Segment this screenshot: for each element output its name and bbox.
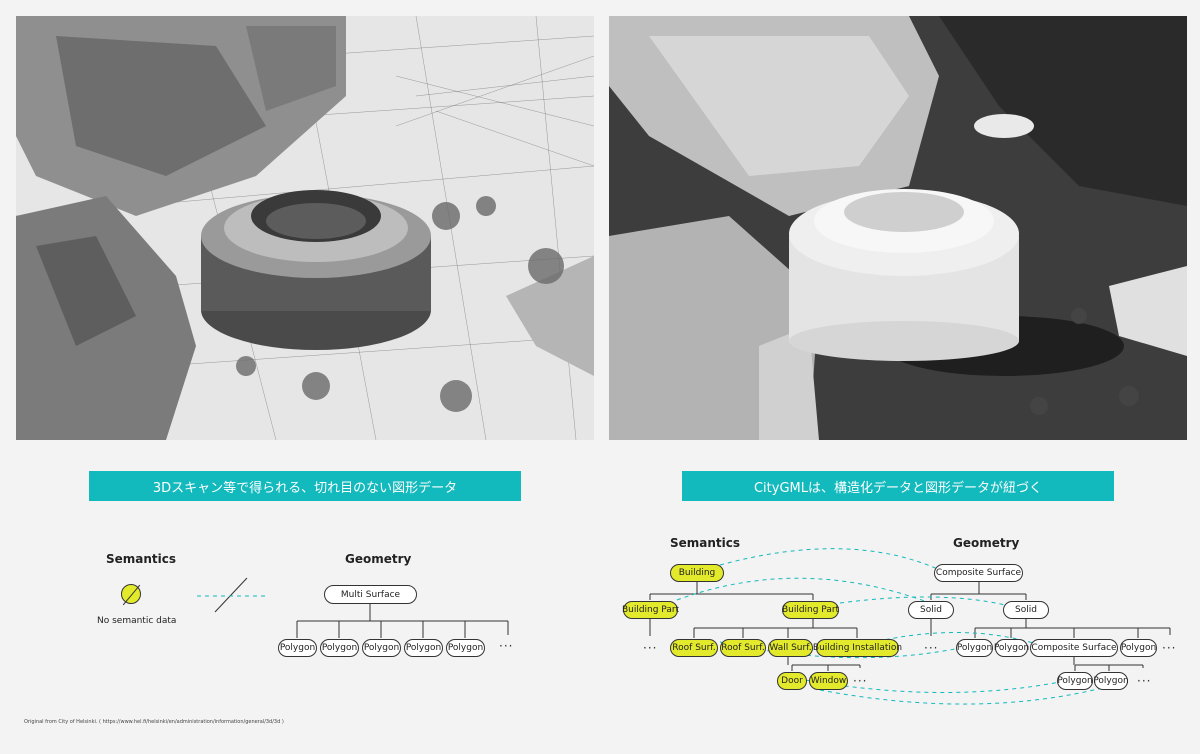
- citygml-model-image: [609, 16, 1187, 440]
- right-caption-banner: CityGMLは、構造化データと図形データが紐づく: [682, 471, 1114, 501]
- polygon-node: Polygon: [404, 639, 443, 657]
- polygon-node: Polygon: [278, 639, 317, 657]
- polygon-node: Polygon: [956, 639, 993, 657]
- polygon-node: Polygon: [362, 639, 401, 657]
- door-node: Door: [777, 672, 807, 690]
- no-semantic-icon: [121, 584, 141, 606]
- source-footnote: Original from City of Helsinki. ( https:…: [24, 719, 284, 725]
- polygon-node: Polygon: [446, 639, 485, 657]
- right-semantics-title: Semantics: [670, 536, 741, 550]
- ellipsis: ···: [1137, 674, 1152, 688]
- citygml-model-illustration: [609, 16, 1187, 440]
- composite-surface-node: Composite Surface: [934, 564, 1023, 582]
- ellipsis: ···: [499, 639, 514, 653]
- left-semantics-title: Semantics: [106, 552, 177, 566]
- window-node: Window: [809, 672, 848, 690]
- polygon-node: Polygon: [994, 639, 1029, 657]
- building-installation-node: Building Installation: [813, 639, 902, 657]
- ellipsis: ···: [924, 641, 939, 655]
- mesh-scan-illustration: [16, 16, 594, 440]
- left-caption-banner: 3Dスキャン等で得られる、切れ目のない図形データ: [89, 471, 521, 501]
- no-semantic-data-label: No semantic data: [97, 616, 177, 626]
- building-part-node: Building Part: [782, 601, 839, 619]
- polygon-node: Polygon: [320, 639, 359, 657]
- roof-surface-node: Roof Surf.: [670, 639, 718, 657]
- composite-surface-node: Composite Surface: [1030, 639, 1118, 657]
- polygon-node: Polygon: [1120, 639, 1157, 657]
- building-node: Building: [670, 564, 724, 582]
- left-geometry-title: Geometry: [345, 552, 412, 566]
- polygon-node: Polygon: [1093, 672, 1129, 690]
- mesh-scan-image: [16, 16, 594, 440]
- roof-surface-node: Roof Surf.: [720, 639, 766, 657]
- solid-node: Solid: [908, 601, 954, 619]
- ellipsis: ···: [853, 674, 868, 688]
- wall-surface-node: Wall Surf.: [768, 639, 813, 657]
- multi-surface-node: Multi Surface: [324, 585, 417, 604]
- right-geometry-title: Geometry: [953, 536, 1020, 550]
- ellipsis: ···: [1162, 641, 1177, 655]
- solid-node: Solid: [1003, 601, 1049, 619]
- building-part-node: Building Part: [622, 601, 679, 619]
- polygon-node: Polygon: [1057, 672, 1093, 690]
- ellipsis: ···: [643, 641, 658, 655]
